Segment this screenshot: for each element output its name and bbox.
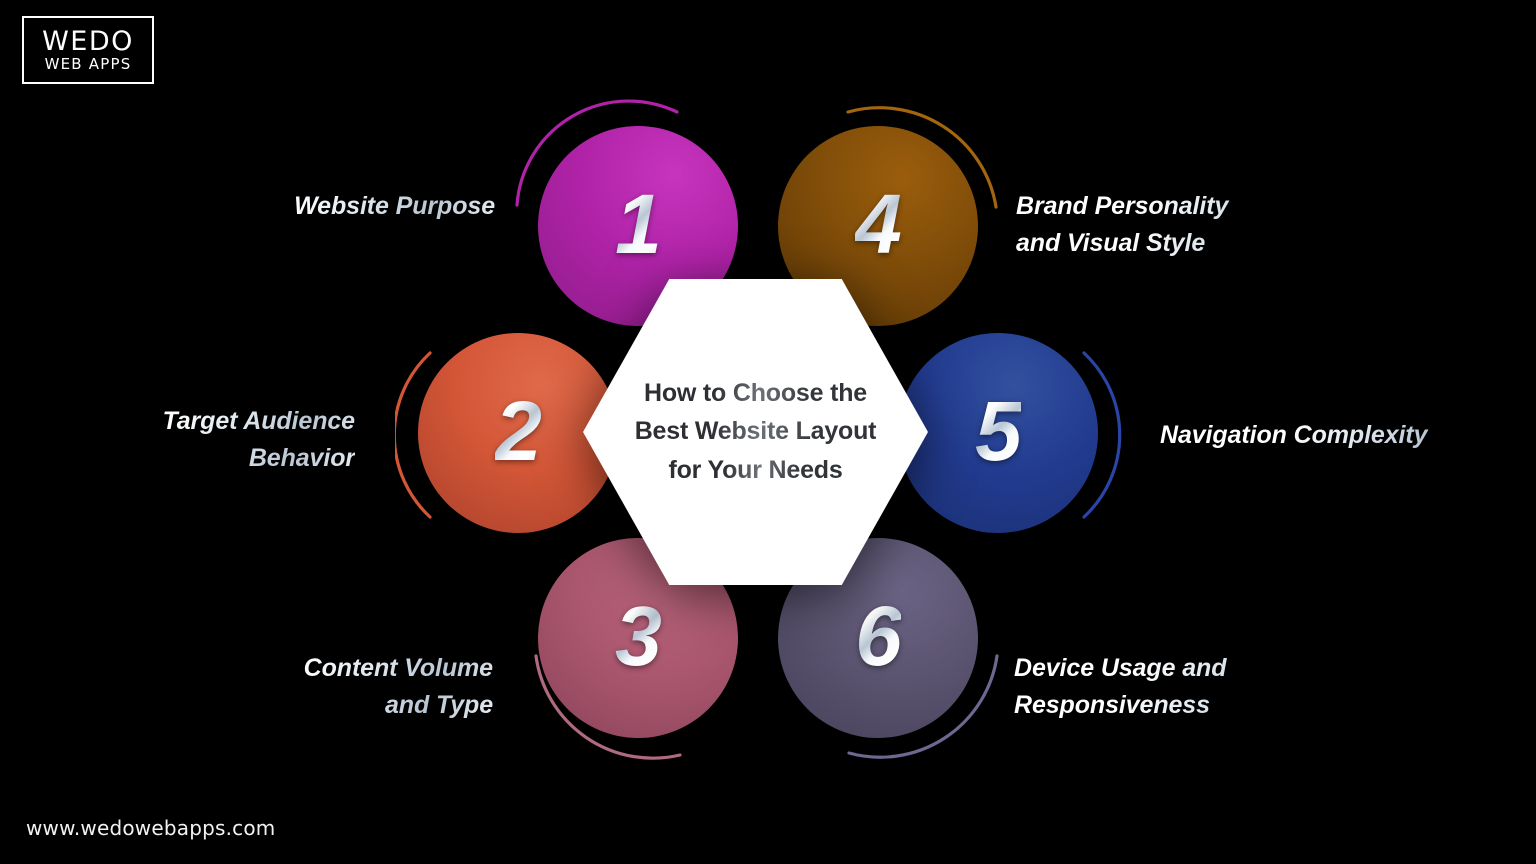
logo-text-primary: WEDO bbox=[42, 26, 134, 57]
step-label-4: Brand Personality and Visual Style bbox=[1016, 188, 1346, 262]
center-hexagon: How to Choose the Best Website Layout fo… bbox=[583, 279, 928, 585]
step-number-6: 6 bbox=[855, 589, 902, 683]
step-number-4: 4 bbox=[855, 177, 902, 271]
step-label-5: Navigation Complexity bbox=[1160, 417, 1500, 454]
step-circle-6[interactable]: 6 bbox=[778, 538, 978, 738]
center-title-line-1: How to Choose the bbox=[644, 376, 867, 412]
center-title-line-2: Best Website Layout bbox=[635, 414, 877, 450]
center-title: How to Choose the Best Website Layout fo… bbox=[583, 279, 928, 585]
step-number-2: 2 bbox=[495, 384, 542, 478]
step-circle-5[interactable]: 5 bbox=[898, 333, 1098, 533]
step-number-1: 1 bbox=[615, 177, 662, 271]
website-url[interactable]: www.wedowebapps.com bbox=[26, 816, 276, 840]
hexagon-shape bbox=[583, 279, 928, 585]
step-label-6: Device Usage and Responsiveness bbox=[1014, 650, 1344, 724]
brand-logo: WEDO WEB APPS bbox=[22, 16, 154, 84]
step-number-5: 5 bbox=[975, 384, 1022, 478]
logo-text-secondary: WEB APPS bbox=[44, 55, 132, 73]
center-title-line-3: for Your Needs bbox=[668, 453, 842, 489]
step-label-2: Target Audience Behavior bbox=[60, 403, 355, 477]
step-label-1: Website Purpose bbox=[180, 188, 495, 225]
step-circle-4[interactable]: 4 bbox=[778, 126, 978, 326]
step-label-3: Content Volume and Type bbox=[185, 650, 493, 724]
step-number-3: 3 bbox=[615, 589, 662, 683]
step-circle-3[interactable]: 3 bbox=[538, 538, 738, 738]
